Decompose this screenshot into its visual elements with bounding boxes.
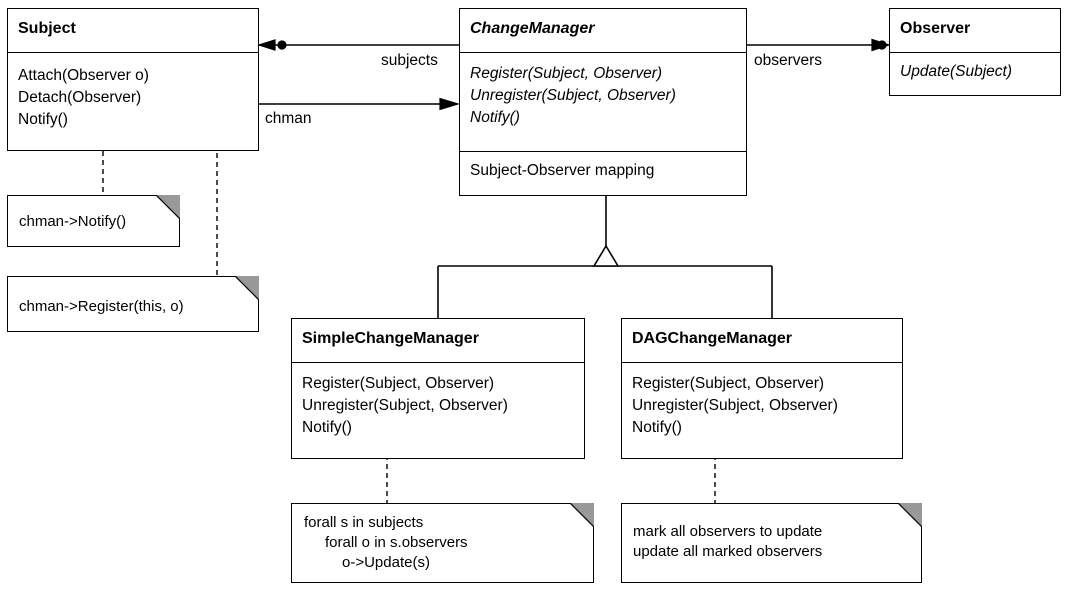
note-corner-icon <box>156 195 180 219</box>
subject-class: Subject Attach(Observer o) Detach(Observ… <box>7 8 259 151</box>
dag-change-manager-class: DAGChangeManager Register(Subject, Obser… <box>621 318 903 459</box>
note-text: update all marked observers <box>633 543 823 560</box>
note-text: o->Update(s) <box>342 554 430 571</box>
class-name: ChangeManager <box>470 20 595 37</box>
subject-notify-note: chman->Notify() <box>7 195 180 247</box>
class-name: Observer <box>900 20 971 37</box>
attribute: Subject-Observer mapping <box>470 162 655 179</box>
simple-notify-note: forall s in subjects forall o in s.obser… <box>291 503 594 583</box>
note-text: chman->Notify() <box>19 213 127 230</box>
note-text: mark all observers to update <box>633 523 823 540</box>
operation: Detach(Observer) <box>18 89 142 106</box>
inheritance-triangle <box>592 244 620 267</box>
operation: Attach(Observer o) <box>18 67 149 84</box>
operation: Unregister(Subject, Observer) <box>632 397 838 414</box>
change-manager-class: ChangeManager Register(Subject, Observer… <box>459 8 747 196</box>
subjects-many-dot <box>277 40 287 50</box>
operation: Unregister(Subject, Observer) <box>302 397 508 414</box>
operation: Register(Subject, Observer) <box>632 375 825 392</box>
operation: Notify() <box>632 419 682 436</box>
class-name: Subject <box>18 20 76 37</box>
note-corner-icon <box>570 503 594 527</box>
subjects-label: subjects <box>381 52 438 69</box>
operation: Notify() <box>470 109 520 126</box>
dag-notify-note: mark all observers to update update all … <box>621 503 922 583</box>
observers-many-dot <box>877 40 887 50</box>
chman-label: chman <box>265 110 312 127</box>
operation: Register(Subject, Observer) <box>470 65 663 82</box>
operation: Notify() <box>18 111 68 128</box>
note-corner-icon <box>235 276 259 300</box>
subject-attach-note: chman->Register(this, o) <box>7 276 259 332</box>
operation: Update(Subject) <box>900 63 1013 80</box>
operation: Unregister(Subject, Observer) <box>470 87 676 104</box>
note-corner-icon <box>898 503 922 527</box>
observers-label: observers <box>754 52 823 69</box>
operation: Register(Subject, Observer) <box>302 375 495 392</box>
observer-class: Observer Update(Subject) <box>889 8 1061 96</box>
simple-change-manager-class: SimpleChangeManager Register(Subject, Ob… <box>291 318 585 459</box>
note-text: chman->Register(this, o) <box>19 298 184 315</box>
class-name: SimpleChangeManager <box>302 330 479 347</box>
note-text: forall o in s.observers <box>325 534 468 551</box>
subjects-arrowhead <box>256 39 276 51</box>
class-name: DAGChangeManager <box>632 330 793 347</box>
operation: Notify() <box>302 419 352 436</box>
chman-arrowhead <box>439 97 461 111</box>
note-text: forall s in subjects <box>304 514 424 531</box>
